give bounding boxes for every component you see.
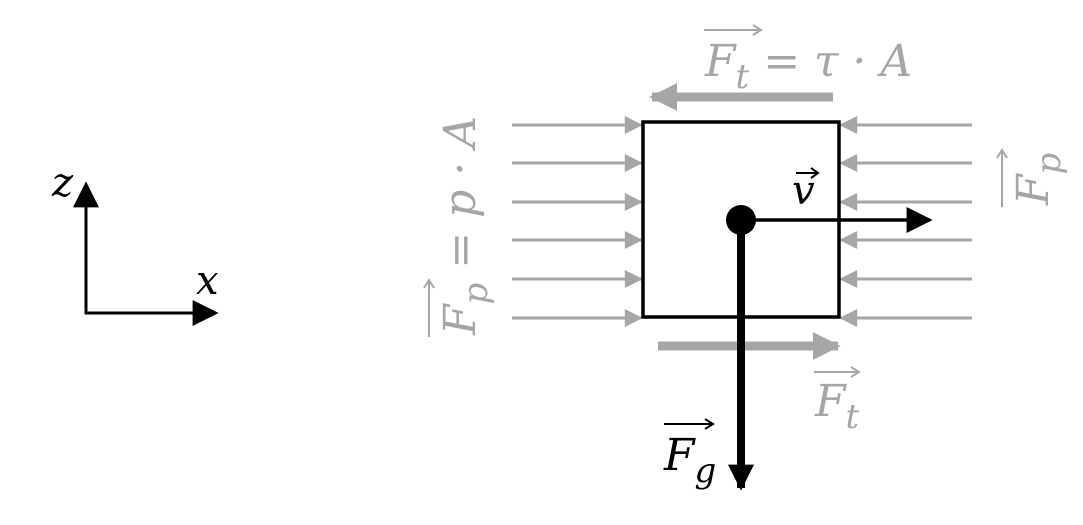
coordinate-axes: z x xyxy=(51,160,219,326)
shear-bottom-subscript: t xyxy=(846,397,860,437)
x-axis-label: x xyxy=(196,258,219,304)
pressure-left-equation: = p · A xyxy=(435,116,486,283)
shear-bottom-label: Ft xyxy=(814,366,861,437)
shear-top-label: Ft = τ · A xyxy=(704,24,912,97)
shear-top-vector: F xyxy=(704,36,737,87)
pressure-left-vector: F xyxy=(435,303,486,336)
pressure-right-vector: F xyxy=(1008,173,1059,206)
z-axis-label: z xyxy=(51,160,74,206)
svg-text:Ft = τ · A: Ft = τ · A xyxy=(704,36,912,97)
pressure-left-label: Fp = p · A xyxy=(423,116,496,337)
gravity-label: Fg xyxy=(663,418,716,491)
pressure-arrows-left xyxy=(512,116,643,327)
shear-top-equation: = τ · A xyxy=(749,36,912,87)
pressure-left-subscript: p xyxy=(456,283,496,305)
pressure-right-label: Fp xyxy=(996,148,1069,207)
pressure-right-subscript: p xyxy=(1029,153,1069,175)
gravity-vector: F xyxy=(663,430,696,481)
shear-top-subscript: t xyxy=(736,57,750,97)
shear-bottom-vector: F xyxy=(814,376,847,427)
pressure-arrows-right xyxy=(839,116,972,327)
svg-text:Fg: Fg xyxy=(663,430,716,491)
svg-text:Ft: Ft xyxy=(814,376,860,437)
gravity-subscript: g xyxy=(695,451,717,491)
velocity-vector-text: v xyxy=(792,168,815,214)
velocity-label: v xyxy=(792,167,820,214)
center-of-mass-dot xyxy=(726,205,756,235)
svg-text:Fp = p · A: Fp = p · A xyxy=(435,116,496,336)
svg-text:Fp: Fp xyxy=(1008,153,1069,206)
